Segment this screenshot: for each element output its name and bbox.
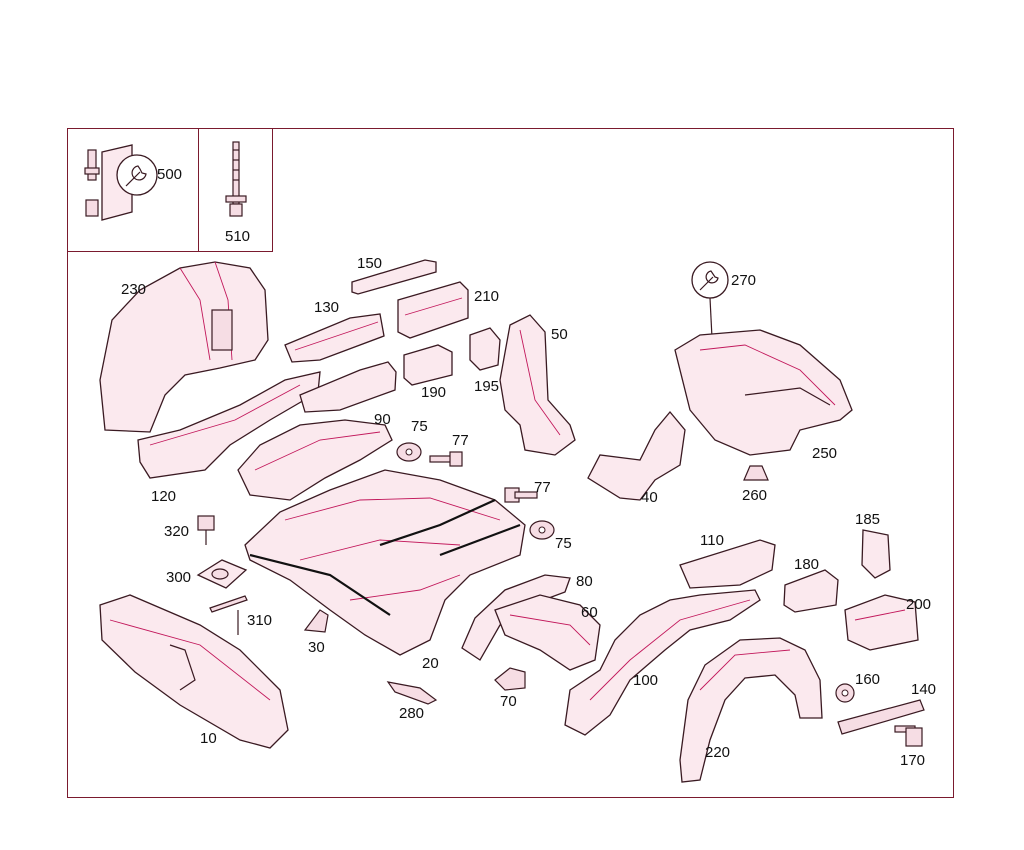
label-80: 80	[576, 573, 593, 590]
part-77-bolt-top	[429, 451, 463, 467]
label-30: 30	[308, 639, 325, 656]
part-190-bracket	[403, 344, 453, 386]
label-50: 50	[551, 326, 568, 343]
label-170: 170	[900, 752, 926, 769]
label-150: 150	[357, 255, 383, 272]
part-270-tool-icon	[691, 261, 729, 339]
label-220: 220	[705, 744, 731, 761]
part-75-washer-mid	[529, 520, 555, 540]
label-70: 70	[500, 693, 517, 710]
wrench-tool-icon	[116, 154, 158, 196]
label-280: 280	[399, 705, 425, 722]
part-20-floor-pan	[244, 469, 526, 656]
part-320-bolt	[197, 515, 215, 545]
label-190: 190	[421, 384, 447, 401]
label-40: 40	[641, 489, 658, 506]
label-77-mid: 77	[534, 479, 551, 496]
label-110: 110	[700, 532, 724, 549]
part-185-bracket	[861, 529, 891, 579]
legend-divider	[198, 128, 199, 252]
rivet-icon	[225, 141, 247, 217]
part-70-mount	[494, 667, 526, 691]
part-100-side-rail	[564, 589, 761, 736]
part-280-wedge	[386, 681, 438, 705]
label-130: 130	[314, 299, 340, 316]
label-200: 200	[906, 596, 932, 613]
part-160-washer	[835, 683, 855, 703]
label-300: 300	[166, 569, 192, 586]
part-170-bolt	[894, 725, 923, 747]
label-320: 320	[164, 523, 190, 540]
label-140: 140	[911, 681, 937, 698]
part-crossmember-upper	[299, 361, 397, 413]
label-270: 270	[731, 272, 757, 289]
part-250-spare-wheel-well	[674, 329, 853, 456]
label-90: 90	[374, 411, 391, 428]
part-77-bolt-mid	[504, 487, 538, 503]
label-510: 510	[225, 228, 251, 245]
label-77-top: 77	[452, 432, 469, 449]
label-310: 310	[247, 612, 273, 629]
part-10-front-panel	[99, 594, 289, 749]
label-75-mid: 75	[555, 535, 572, 552]
diagram-frame	[67, 128, 954, 798]
part-180-bracket	[783, 569, 839, 613]
label-195: 195	[474, 378, 500, 395]
part-300-plate	[196, 559, 248, 589]
part-120-rail	[137, 371, 321, 479]
part-130-member	[284, 313, 385, 363]
part-220-wheelhouse	[679, 637, 823, 783]
label-60: 60	[581, 604, 598, 621]
label-160: 160	[855, 671, 881, 688]
part-310-rod	[209, 595, 248, 635]
label-100: 100	[633, 672, 659, 689]
part-30-clip	[303, 609, 329, 633]
label-75-top: 75	[411, 418, 428, 435]
part-200-cover	[844, 594, 919, 651]
part-75-washer-top	[396, 442, 422, 462]
part-230-wheelhouse	[99, 261, 269, 433]
label-210: 210	[474, 288, 500, 305]
part-90-tunnel-section	[237, 419, 393, 501]
label-185: 185	[855, 511, 881, 528]
label-230: 230	[121, 281, 147, 298]
part-40-bracket	[587, 410, 686, 501]
part-60-rail	[494, 594, 601, 671]
part-210-bracket	[397, 281, 469, 339]
label-120: 120	[151, 488, 177, 505]
label-180: 180	[794, 556, 820, 573]
part-110-panel	[679, 539, 776, 589]
label-250: 250	[812, 445, 838, 462]
part-260-grommet	[743, 465, 769, 481]
part-50-pillar	[499, 314, 576, 456]
part-195-bracket	[469, 327, 501, 371]
part-140-strap	[837, 699, 925, 735]
label-20: 20	[422, 655, 439, 672]
part-150-bar	[351, 259, 437, 295]
label-10: 10	[200, 730, 217, 747]
label-260: 260	[742, 487, 768, 504]
label-500: 500	[157, 166, 183, 183]
